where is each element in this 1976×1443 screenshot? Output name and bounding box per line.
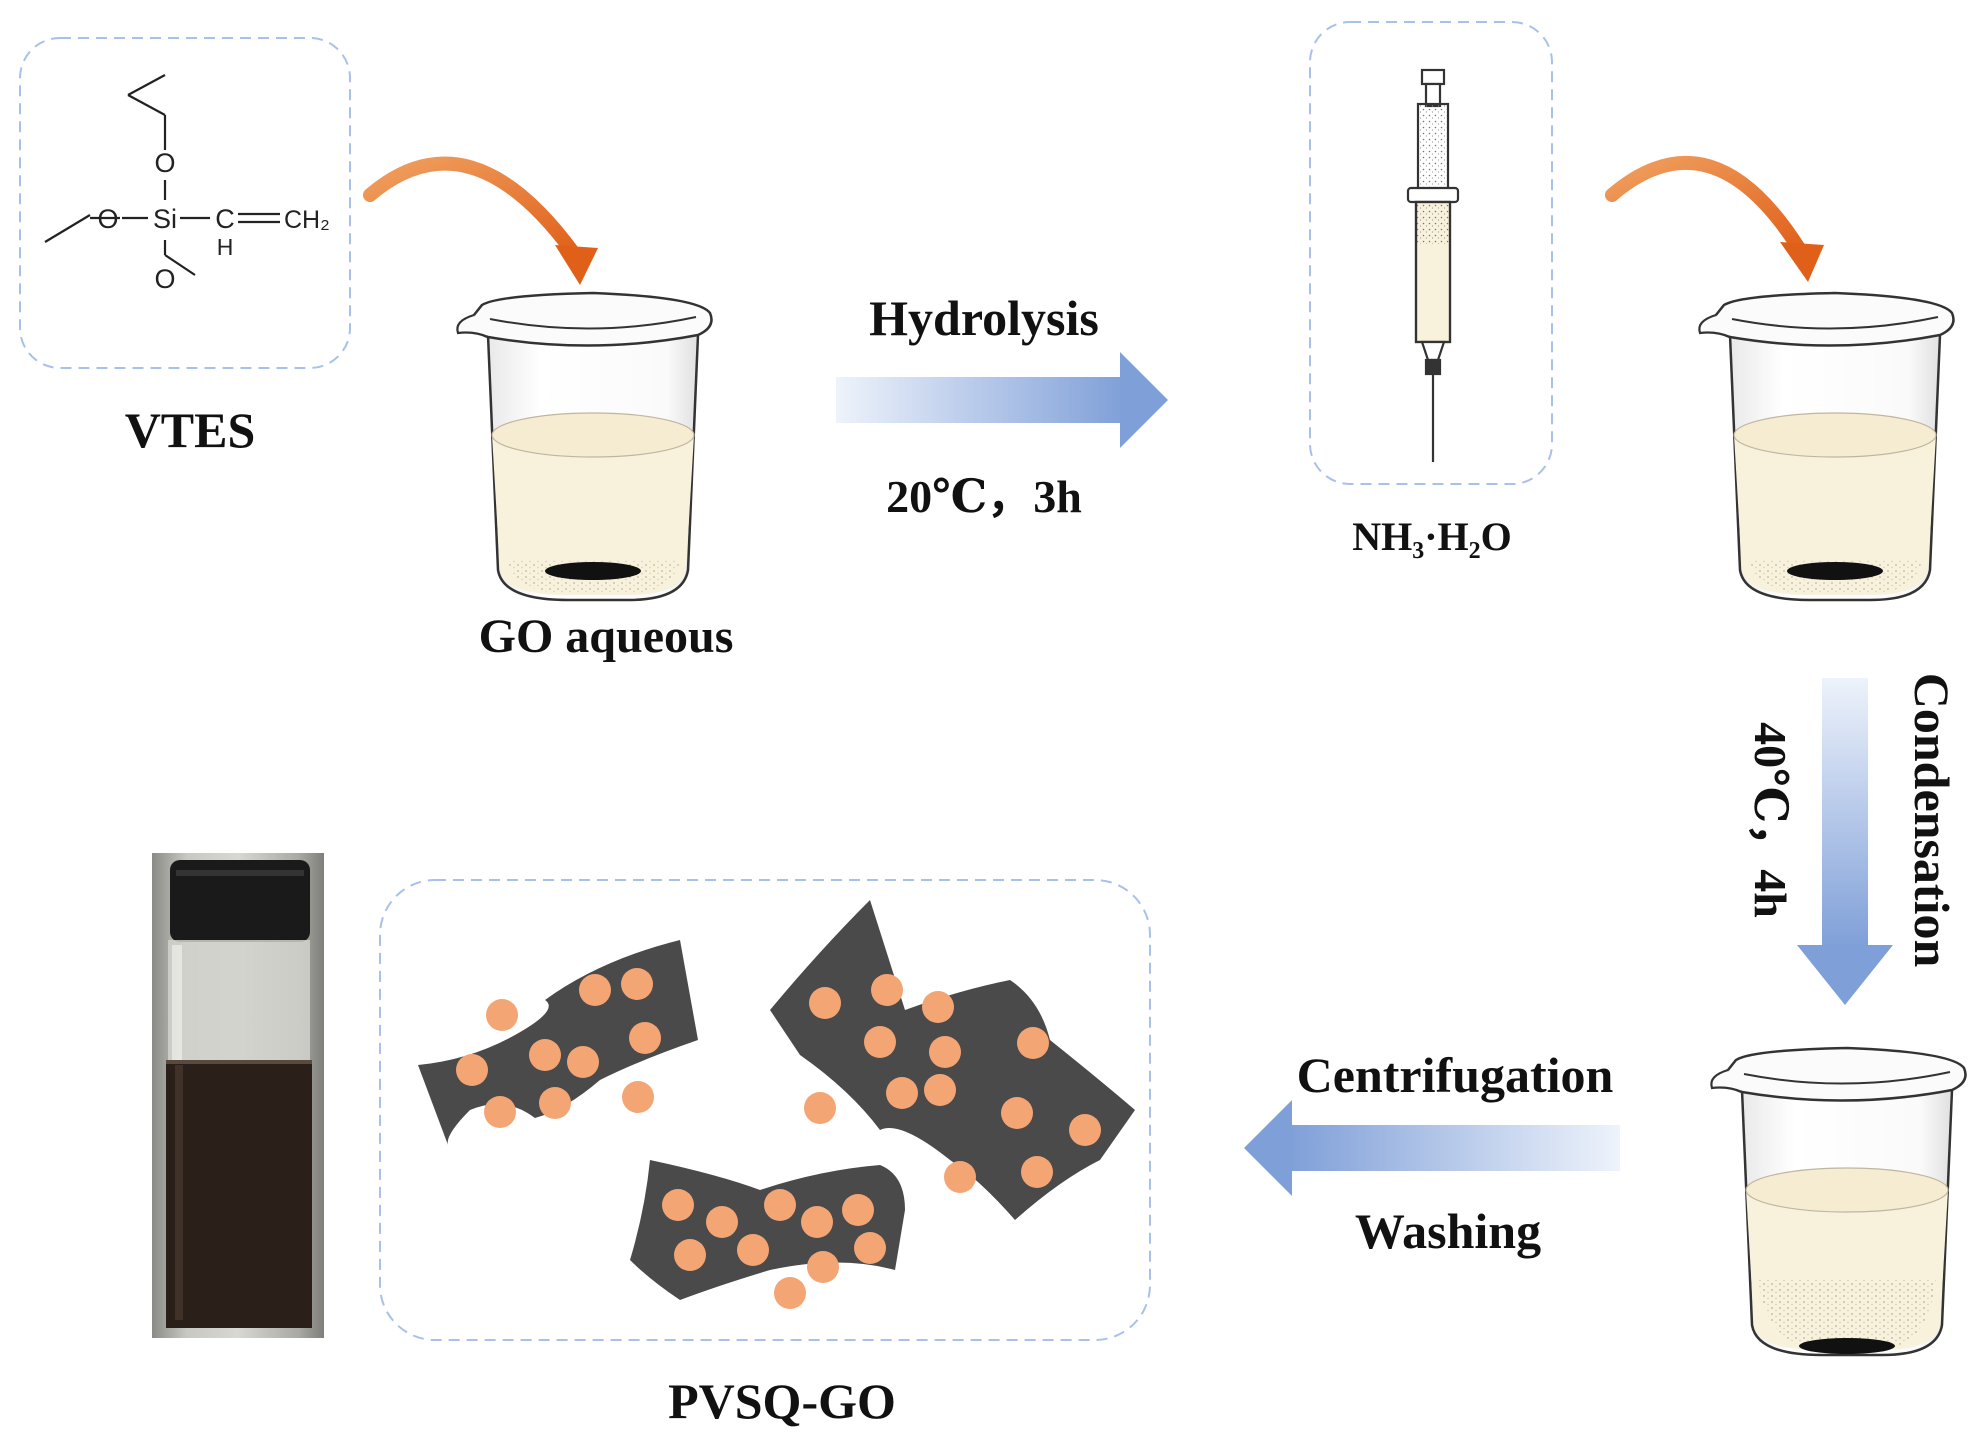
vtes-label: VTES <box>125 402 256 458</box>
ammonia-group: NH₃·H₂O <box>1309 21 1553 559</box>
go-sheet-3 <box>630 1160 905 1300</box>
vtes-o-top: O <box>154 148 175 178</box>
hydrolysis-condition: 20℃，3h <box>886 471 1082 522</box>
vtes-ch-carbon: C <box>215 204 235 234</box>
pvsq-particles <box>456 968 1101 1309</box>
syringe-icon <box>1406 68 1460 462</box>
washing-label: Washing <box>1355 1203 1541 1259</box>
curved-arrow-1 <box>363 156 598 285</box>
centrifugation-arrow <box>1244 1100 1620 1196</box>
vtes-o-left: O <box>97 204 118 234</box>
reaction-beaker <box>1698 291 1955 602</box>
go-aqueous-label: GO aqueous <box>479 610 734 663</box>
condensation-arrow <box>1797 678 1893 1005</box>
pvsq-go-label: PVSQ-GO <box>668 1373 896 1429</box>
hydrolysis-arrow <box>836 352 1168 448</box>
vtes-structure <box>44 74 280 276</box>
pvsq-go-group: PVSQ-GO <box>379 879 1151 1429</box>
syringe-dashed-box <box>1309 21 1553 485</box>
go-beaker <box>456 291 713 602</box>
centrifugation-label: Centrifugation <box>1297 1047 1614 1103</box>
product-beaker <box>1710 1046 1967 1357</box>
vtes-ch2: CH₂ <box>284 206 330 234</box>
condensation-condition: 40℃，4h <box>1745 722 1796 918</box>
ammonia-label: NH₃·H₂O <box>1352 514 1512 559</box>
vtes-o-bottom: O <box>154 264 175 294</box>
vtes-ch-hydrogen: H <box>217 234 234 260</box>
curved-arrow-2 <box>1605 156 1824 282</box>
hydrolysis-label: Hydrolysis <box>869 290 1099 346</box>
condensation-label: Condensation <box>1904 673 1960 968</box>
product-vial-photo <box>152 853 324 1338</box>
vtes-group: O O Si O C H CH₂ VTES <box>19 37 351 458</box>
pvsq-go-dashed-box <box>379 879 1151 1341</box>
vtes-si: Si <box>153 204 177 234</box>
vtes-dashed-box <box>19 37 351 369</box>
